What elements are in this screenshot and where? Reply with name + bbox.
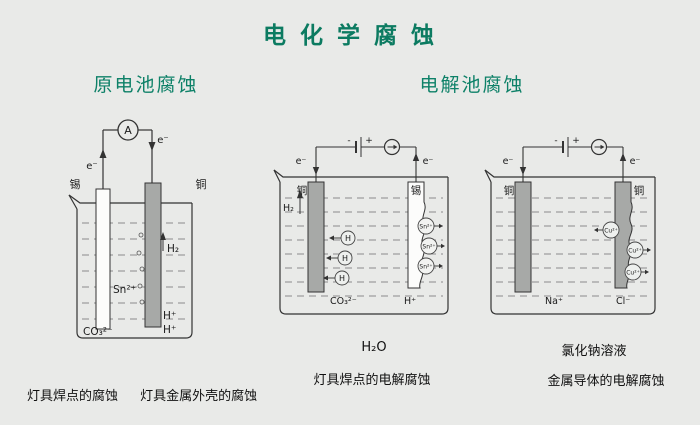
carbonate-ion-label: CO₃²⁻ <box>83 326 113 338</box>
page-title: 电 化 学 腐 蚀 <box>262 23 438 49</box>
circuit-wires <box>315 146 417 182</box>
meter-needle-arrowhead <box>393 144 398 150</box>
svg-text:Sn²⁺: Sn²⁺ <box>419 224 432 231</box>
svg-text:Sn²⁺: Sn²⁺ <box>419 264 432 271</box>
tin-electrode-label: 锡 <box>411 184 422 197</box>
electrolysis-tin-diagram: - + e⁻ e⁻ 铜 锡 H₂ <box>273 136 449 315</box>
h2-label: H₂ <box>283 203 294 214</box>
svg-text:Cu²⁺: Cu²⁺ <box>626 270 640 277</box>
sn-ion-particle-1: Sn²⁺ <box>417 217 443 235</box>
h-ion-label: H⁺ <box>404 296 416 307</box>
beaker <box>273 169 449 315</box>
ammeter-label: A <box>124 124 132 137</box>
sn-ion-particle-2: Sn²⁺ <box>420 237 445 255</box>
section-title-electrolytic: 电解池腐蚀 <box>419 74 525 96</box>
copper-electrode <box>144 182 162 328</box>
svg-text:Cu²⁺: Cu²⁺ <box>628 248 642 255</box>
water-solution-label: H₂O <box>361 340 387 355</box>
electron-flow-down-arrow <box>519 167 527 175</box>
electrolysis-tin-caption: 灯具焊点的电解腐蚀 <box>313 373 431 388</box>
svg-text:H: H <box>342 254 348 263</box>
electron-label-right: e⁻ <box>630 156 641 167</box>
carbonate-ion-label: CO₃²⁻ <box>330 296 357 307</box>
h-particle-1: H <box>329 230 356 246</box>
battery-plus-label: + <box>365 136 373 146</box>
copper-electrode-label: 铜 <box>196 177 207 191</box>
cu-ion-particle-3: Cu²⁺ <box>624 263 649 281</box>
h-particle-3: H <box>323 270 350 286</box>
section-title-galvanic: 原电池腐蚀 <box>93 74 199 96</box>
electron-label-right: e⁻ <box>157 135 168 146</box>
sn-ion-particle-3: Sn²⁺ <box>417 257 443 275</box>
h2-label: H₂ <box>167 243 179 255</box>
sodium-ion-label: Na⁺ <box>545 296 563 307</box>
tin-electrode <box>95 188 111 330</box>
svg-text:H: H <box>339 274 345 283</box>
tin-electrode-label: 锡 <box>70 177 81 191</box>
h2-gas-arrowhead <box>297 190 303 198</box>
electrolysis-copper-diagram: - + e⁻ e⁻ 铜 铜 Cu²⁺ <box>484 136 656 315</box>
electron-flow-up-arrow <box>619 153 627 161</box>
caption-solder-corrosion: 灯具焊点的腐蚀 <box>27 389 119 404</box>
h-ion-label-1: H⁺ <box>163 310 176 322</box>
copper-electrode <box>307 181 325 293</box>
h-ion-label-2: H⁺ <box>163 324 176 336</box>
battery-minus-label: - <box>347 136 350 146</box>
ammeter-icon <box>117 119 139 141</box>
sn-ion-label: Sn²⁺ <box>113 284 136 296</box>
copper-left-label: 铜 <box>504 185 515 197</box>
nacl-solution-label: 氯化钠溶液 <box>561 344 627 359</box>
cu-ion-particle-2: Cu²⁺ <box>626 241 651 259</box>
battery-minus-label: - <box>554 136 557 146</box>
electron-flow-up-arrow <box>99 149 107 158</box>
galvanic-captions: 灯具焊点的腐蚀 灯具金属外壳的腐蚀 <box>27 385 257 404</box>
gas-bubbles <box>136 232 145 305</box>
h2-gas-arrowhead <box>160 232 166 240</box>
cu-ion-particle-1: Cu²⁺ <box>594 221 620 239</box>
circuit-wires <box>102 129 153 189</box>
circuit-wires <box>522 146 624 182</box>
svg-text:Sn²⁺: Sn²⁺ <box>422 244 435 251</box>
meter-needle-arrowhead <box>600 144 605 150</box>
chloride-ion-label: Cl⁻ <box>616 296 630 307</box>
electron-flow-down-arrow <box>148 142 156 151</box>
svg-text:Cu²⁺: Cu²⁺ <box>604 228 618 235</box>
electron-label-right: e⁻ <box>423 156 434 167</box>
electron-label-left: e⁻ <box>503 156 514 167</box>
electron-label-left: e⁻ <box>86 161 97 172</box>
battery-plus-label: + <box>572 136 580 146</box>
electrolysis-copper-caption: 金属导体的电解腐蚀 <box>547 374 665 389</box>
copper-electrode-label: 铜 <box>297 185 308 197</box>
copper-right-label: 铜 <box>634 185 645 197</box>
beaker <box>484 169 656 315</box>
battery-icon <box>355 137 362 157</box>
electron-flow-down-arrow <box>312 167 320 175</box>
galvanic-cell-diagram: A e⁻ e⁻ 锡 铜 H₂ Sn²⁺ <box>68 119 207 339</box>
copper-electrode-left <box>514 181 532 293</box>
caption-shell-corrosion: 灯具金属外壳的腐蚀 <box>140 389 258 404</box>
battery-icon <box>562 137 569 157</box>
electron-label-left: e⁻ <box>296 156 307 167</box>
electron-flow-up-arrow <box>412 153 420 161</box>
h-particle-2: H <box>326 250 353 266</box>
svg-text:H: H <box>345 234 351 243</box>
